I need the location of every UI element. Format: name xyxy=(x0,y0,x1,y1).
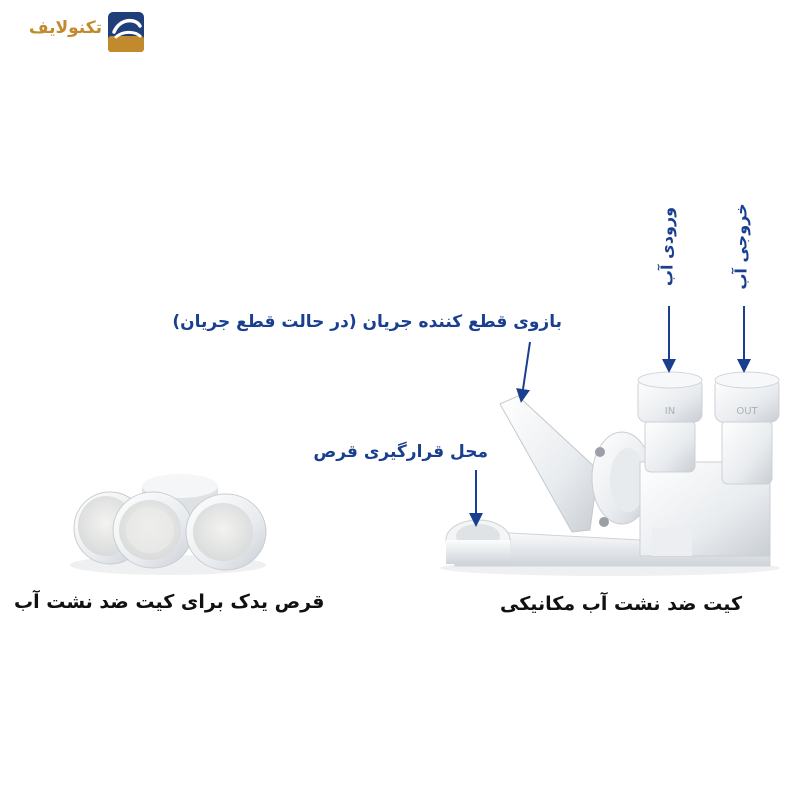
spare-discs-caption: قرص یدک برای کیت ضد نشت آب xyxy=(14,591,325,613)
inlet-label: ورودی آب xyxy=(657,206,677,287)
outlet-fitting-label: OUT xyxy=(736,406,758,417)
outlet-label: خروجی آب xyxy=(731,203,751,290)
technolife-logo-mark-icon xyxy=(108,12,144,52)
kit-caption: کیت ضد نشت آب مکانیکی xyxy=(500,593,743,615)
logo-text: تکنولایف xyxy=(28,18,102,38)
technolife-logo[interactable]: تکنولایف xyxy=(18,10,150,56)
spare-discs-image xyxy=(70,474,267,575)
leak-stop-kit-image: IN OUT xyxy=(440,371,780,576)
lever-arrow-icon xyxy=(516,341,531,403)
disc-place-label: محل قرارگیری قرص xyxy=(313,442,488,462)
lever-label: بازوی قطع کننده جریان (در حالت قطع جریان… xyxy=(172,312,562,332)
inlet-fitting-label: IN xyxy=(665,406,675,417)
